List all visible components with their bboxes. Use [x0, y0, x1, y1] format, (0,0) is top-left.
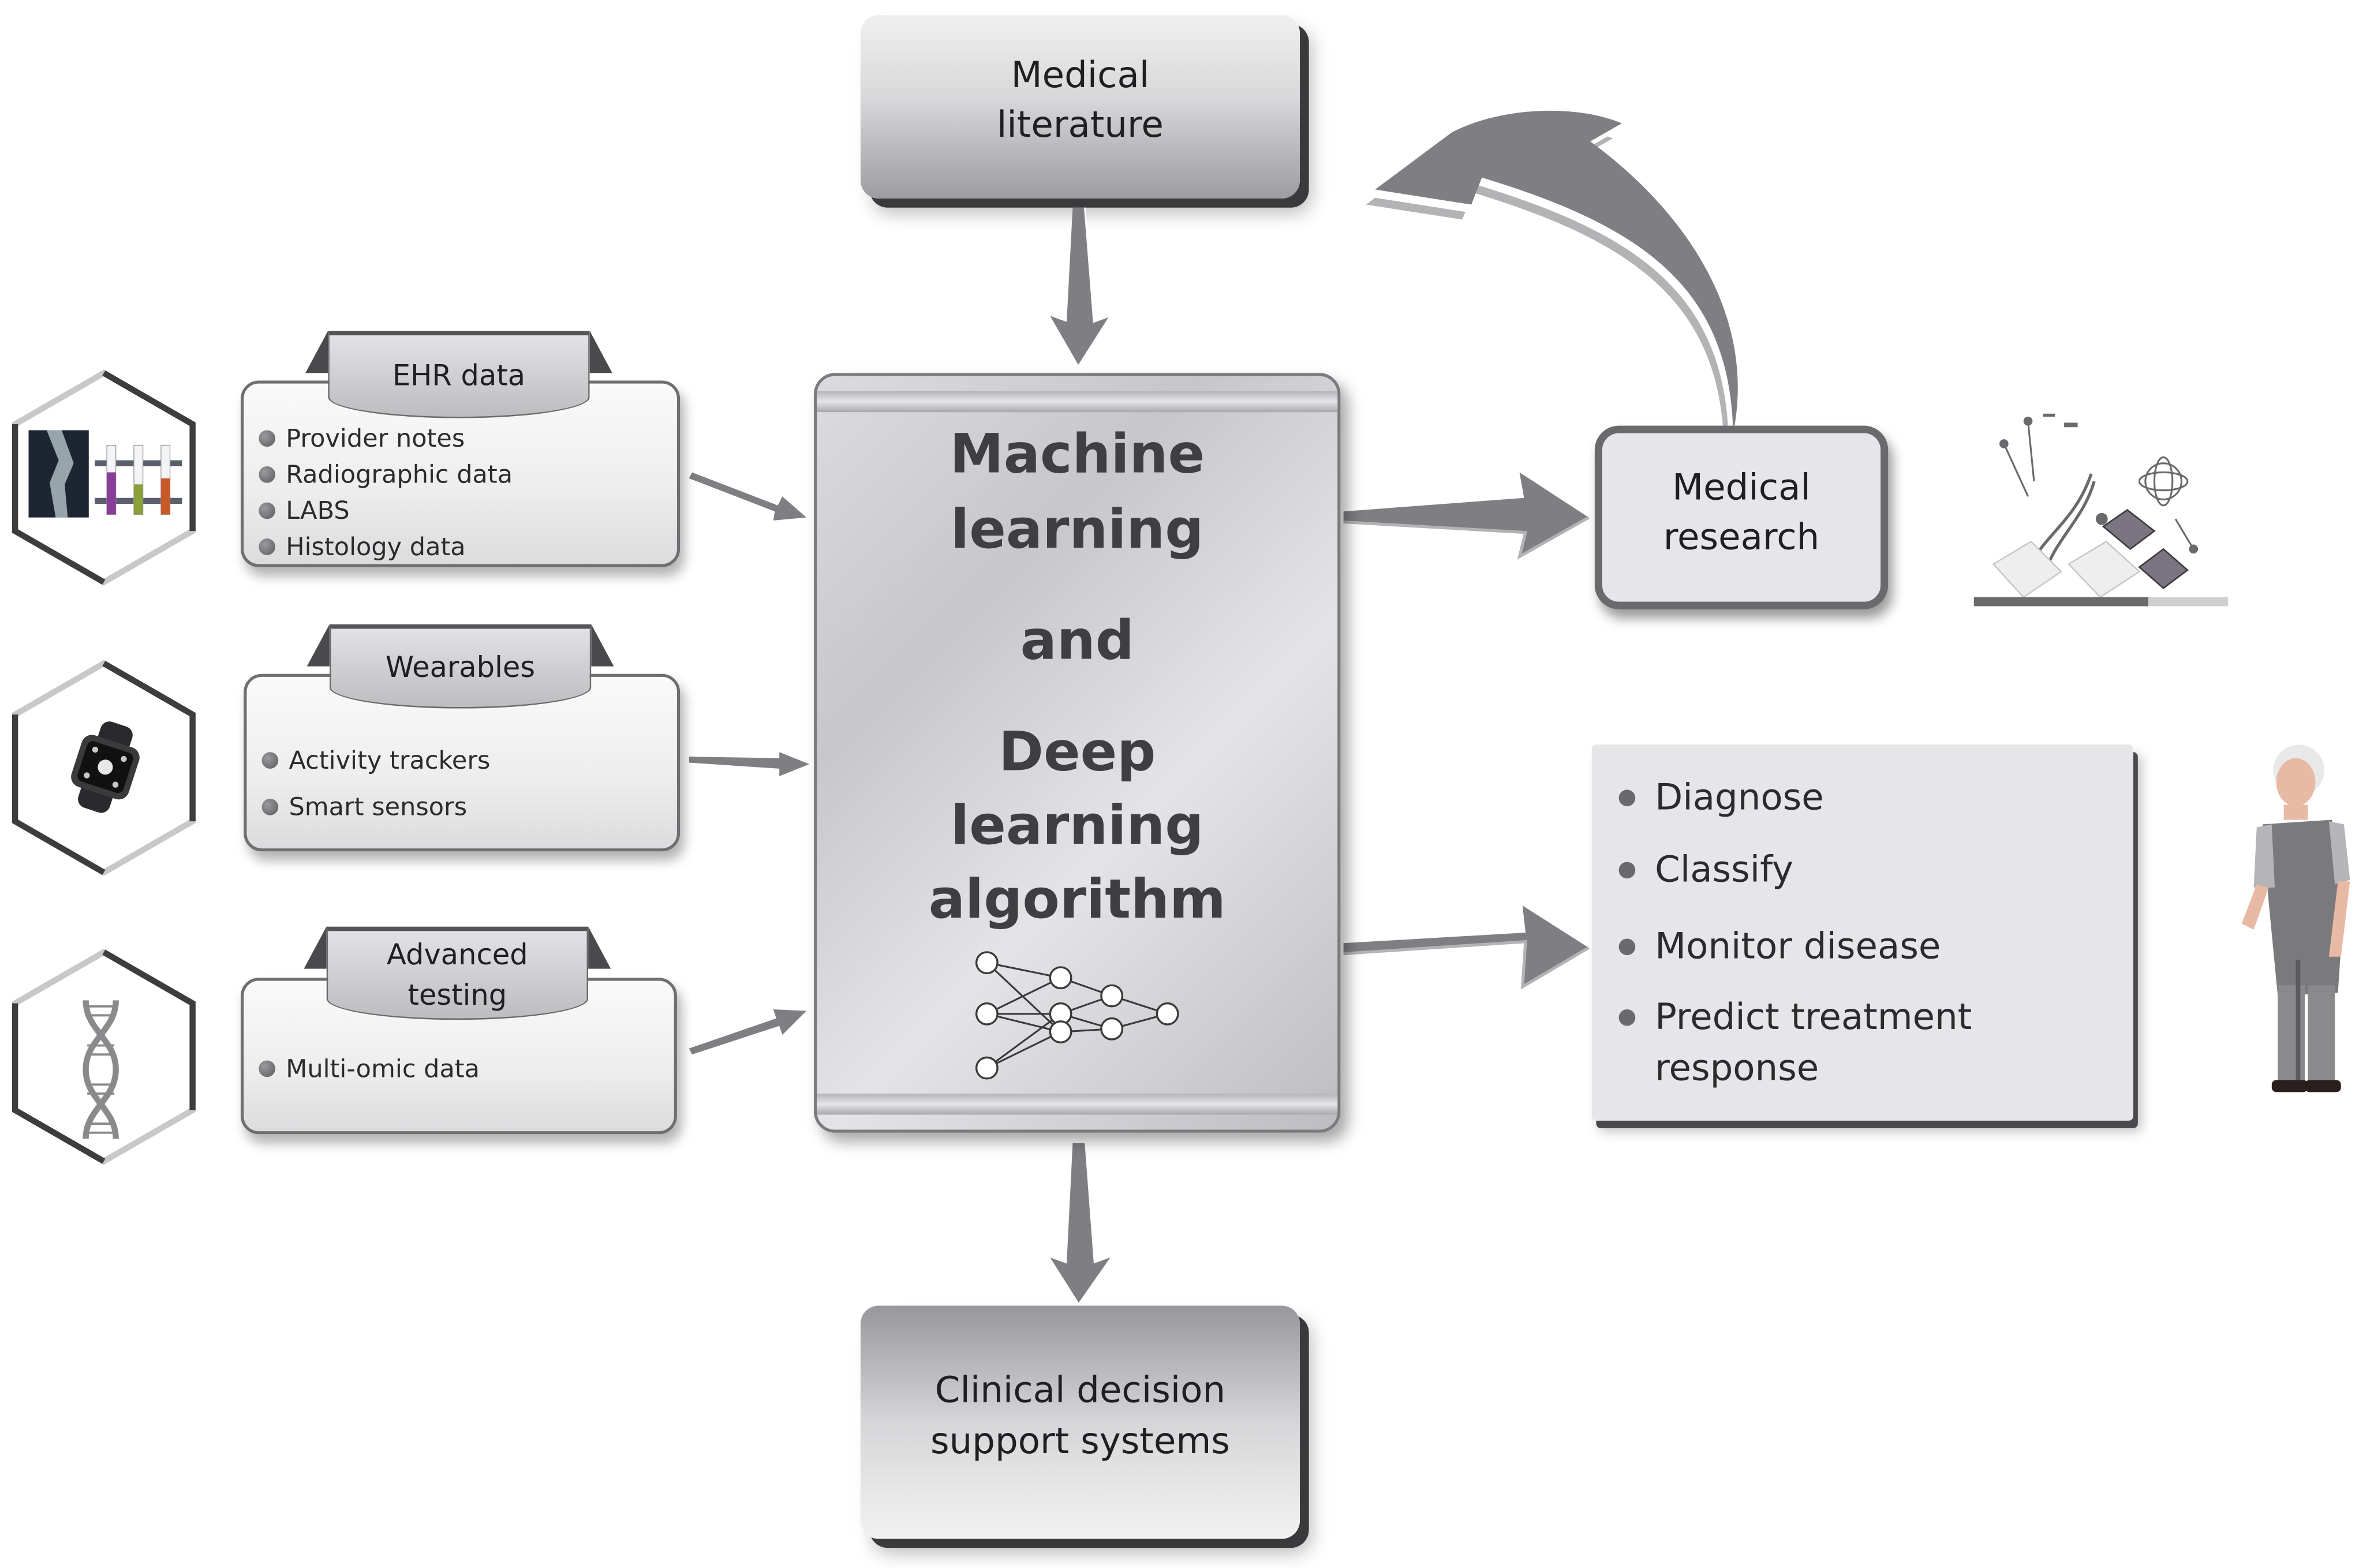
list-item: Classify [1618, 844, 1972, 920]
advanced-testing-title-line2: testing [408, 979, 507, 1013]
list-item: Histology data [259, 528, 513, 564]
top-band [817, 391, 1338, 413]
bullet-icon [259, 537, 275, 555]
list-item: LABS [259, 492, 513, 528]
advanced-testing-title-line1: Advanced [387, 938, 528, 972]
clinical-line2: support systems [930, 1420, 1230, 1462]
list-item: Multi-omic data [259, 1050, 480, 1086]
input-group-wearables: Activity trackers Smart sensors Wearable… [8, 617, 685, 876]
advanced-testing-title-tab: Advanced testing [326, 926, 589, 1020]
medical-research-box: Medical research [1594, 425, 1889, 609]
ml-dl-algorithm-box: Machine learning and Deep learning algor… [814, 373, 1341, 1133]
ehr-title-tab: EHR data [328, 331, 590, 418]
center-line-learning2: learning [951, 795, 1204, 858]
clinical-line1: Clinical decision [934, 1368, 1226, 1411]
medical-literature-line2: literature [997, 103, 1164, 146]
bullet-icon [259, 465, 275, 482]
center-line-and: and [1020, 611, 1134, 673]
medical-research-line2: research [1663, 516, 1820, 559]
research-illustration-icon [1973, 413, 2229, 607]
arrow-literature-to-center [1050, 207, 1112, 366]
elderly-patient-icon [2241, 744, 2350, 1092]
tab-ears [305, 331, 612, 373]
list-item: Diagnose [1618, 772, 1972, 844]
bullet-icon [261, 799, 279, 815]
medical-research-line1: Medical [1672, 466, 1811, 508]
outcomes-box: Diagnose Classify Monitor disease Predic… [1591, 744, 2134, 1121]
wearables-title-tab: Wearables [329, 624, 592, 709]
tab-ears [306, 624, 614, 667]
arrow-ehr-to-center [689, 472, 807, 521]
list-item: Activity trackers [261, 737, 490, 784]
xray-and-test-tubes-icon [28, 430, 182, 518]
bullet-icon [1618, 862, 1636, 879]
neural-network-icon [975, 951, 1179, 1080]
clinical-decision-support-box: Clinical decision support systems [860, 1305, 1300, 1539]
input-group-ehr: Provider notes Radiographic data LABS Hi… [8, 323, 685, 586]
hexagon-frame [12, 369, 196, 586]
arrow-testing-to-center [689, 1009, 807, 1055]
list-item: Monitor disease [1618, 920, 1972, 991]
ehr-title: EHR data [392, 359, 526, 393]
medical-literature-box: Medical literature [860, 15, 1300, 199]
tab-ears [304, 926, 611, 969]
list-item: Radiographic data [259, 456, 513, 492]
input-group-advanced-testing: Multi-omic data Advanced testing [8, 918, 685, 1173]
bullet-icon [1618, 789, 1636, 807]
curved-arrow-research-to-literature [1366, 110, 1738, 448]
center-line-algorithm: algorithm [928, 869, 1226, 931]
center-line-machine: Machine [949, 424, 1205, 486]
list-item: Provider notes [259, 420, 513, 456]
list-item: Smart sensors [261, 784, 491, 830]
bullet-icon [1618, 938, 1636, 956]
smartwatch-icon [71, 721, 140, 813]
arrow-center-to-research [1343, 472, 1590, 560]
arrow-wearables-to-center [689, 752, 810, 776]
center-line-deep: Deep [999, 722, 1156, 784]
bullet-icon [259, 502, 275, 518]
arrow-center-to-outcomes [1343, 905, 1590, 990]
arrow-center-to-clinical [1050, 1143, 1111, 1303]
bullet-icon [259, 429, 275, 446]
wearables-title: Wearables [386, 651, 536, 684]
bullet-icon [261, 752, 279, 769]
center-line-learning: learning [951, 499, 1204, 562]
dna-helix-icon [83, 1000, 119, 1139]
hexagon-frame [12, 948, 196, 1165]
bullet-icon [259, 1060, 275, 1076]
medical-literature-line1: Medical [1011, 54, 1150, 96]
bullet-icon [1618, 1009, 1636, 1026]
bottom-band [817, 1093, 1338, 1115]
